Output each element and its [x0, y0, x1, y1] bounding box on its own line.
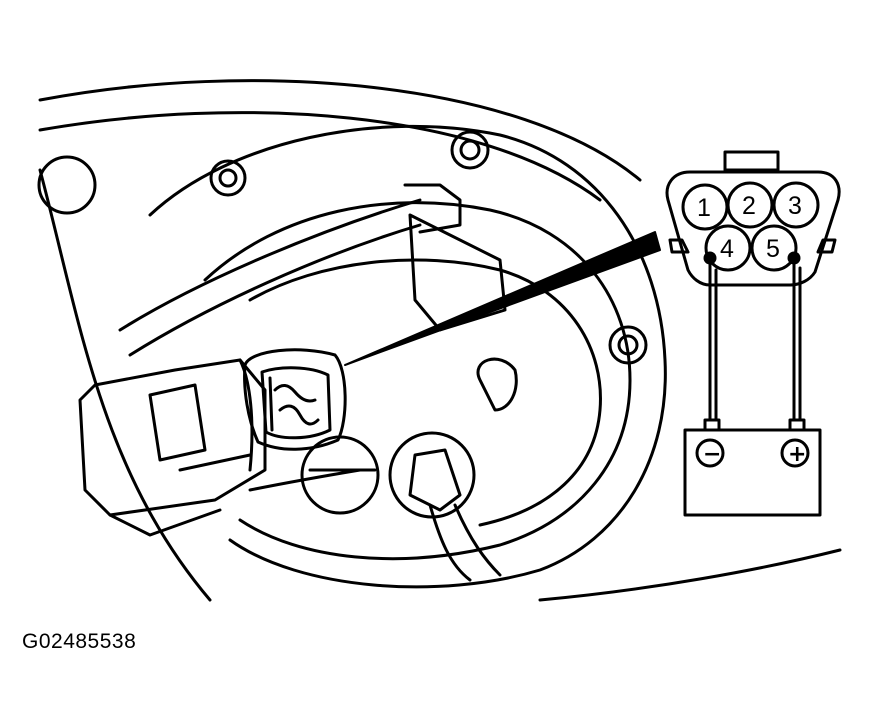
- battery-case: [683, 428, 822, 517]
- battery-negative-sign: −: [703, 442, 721, 467]
- body-panel-outline: [37, 79, 842, 602]
- fuel-hose-top: [118, 183, 507, 357]
- connector-face-detail: [665, 150, 841, 287]
- callout-wedge: [344, 231, 661, 366]
- figure-code: G02485538: [22, 630, 137, 653]
- pin-2-cavity: [726, 181, 774, 229]
- connector-latch: [723, 150, 780, 172]
- connector-tab-left: [668, 238, 690, 254]
- pin-3-cavity: [772, 181, 820, 229]
- bolt-right: [608, 325, 648, 365]
- pin-4-cavity: [704, 224, 752, 272]
- connector-tab-right: [816, 238, 837, 254]
- battery-negative-terminal-mark: [695, 438, 725, 468]
- pump-connector: [243, 348, 347, 451]
- test-leads: [703, 251, 802, 422]
- battery-positive-sign: +: [788, 442, 806, 467]
- pin-label-1: 1: [697, 194, 711, 222]
- pin-label-5: 5: [766, 235, 780, 263]
- access-hole: [37, 155, 97, 215]
- pump-flange: [148, 124, 667, 589]
- bolt-top-left: [209, 159, 247, 197]
- battery-positive-terminal-mark: [780, 438, 810, 468]
- bolt-top-right: [450, 130, 490, 170]
- port-fitting-right: [388, 431, 476, 519]
- flange-bolts: [209, 130, 648, 365]
- pin-label-4: 4: [720, 235, 734, 263]
- battery: [683, 418, 822, 517]
- pin-5-cavity: [750, 224, 798, 272]
- pin-label-3: 3: [788, 192, 802, 220]
- pin-label-2: 2: [742, 192, 756, 220]
- port-fittings: [300, 357, 518, 582]
